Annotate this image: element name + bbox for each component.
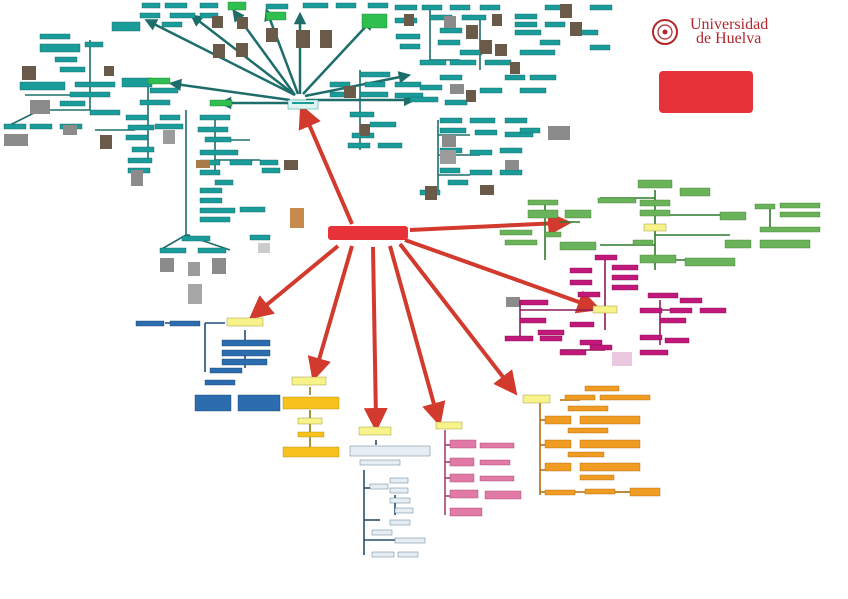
- arrow-to-white-branch: [373, 247, 376, 420]
- arrow-to-green-branch: [410, 223, 560, 230]
- course-info-box: [659, 71, 753, 113]
- university-logo: Universidad de Huelva: [690, 18, 768, 46]
- central-topic-node: [328, 226, 408, 240]
- pink-branch: [436, 422, 521, 516]
- logo-line-2: de Huelva: [690, 32, 768, 46]
- arrow-to-history: [305, 115, 352, 224]
- white-branch: [350, 427, 430, 557]
- arrow-to-orange-branch: [400, 244, 510, 386]
- arrow-to-yellow-branch: [316, 246, 352, 370]
- blue-branch: [136, 318, 280, 411]
- university-seal-icon: [653, 20, 677, 44]
- arrow-to-blue-branch: [258, 246, 338, 312]
- history-hub: [288, 100, 318, 109]
- yellow-branch: [283, 377, 339, 457]
- main-branch-arrows: [258, 115, 590, 420]
- arrow-to-pink-branch: [390, 246, 437, 415]
- magenta-branch: [505, 255, 726, 366]
- illustration-photo-icon: [612, 352, 632, 366]
- orange-branch: [523, 386, 660, 496]
